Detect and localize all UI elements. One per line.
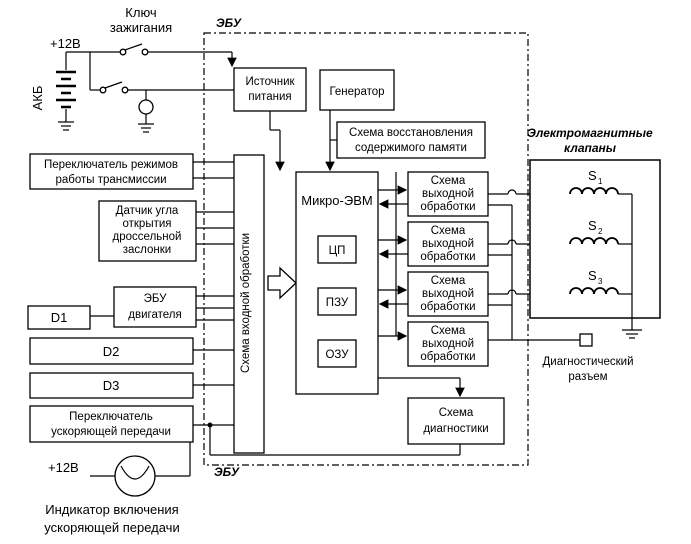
svg-text:2: 2 (598, 227, 603, 236)
svg-text:содержимого памяти: содержимого памяти (355, 142, 467, 154)
d2-box: D2 (29, 337, 194, 365)
output-stage-1: Схема выходной обработки (407, 171, 489, 217)
throttle-sensor-box: Датчик угла открытия дроссельной заслонк… (98, 200, 197, 262)
svg-text:Источник: Источник (245, 76, 295, 88)
svg-text:выходной: выходной (422, 188, 474, 200)
overdrive-indicator: +12В Индикатор включения ускоряющей пере… (44, 442, 191, 535)
mode-switch-box: Переключатель режимов работы трансмиссии (29, 153, 194, 190)
svg-text:3: 3 (598, 277, 603, 286)
input-arrow (267, 266, 297, 300)
svg-text:Схема: Схема (431, 225, 466, 237)
svg-text:D3: D3 (103, 378, 120, 393)
svg-text:обработки: обработки (420, 251, 475, 263)
solenoid-s3: S 3 (569, 268, 632, 295)
svg-text:Микро-ЭВМ: Микро-ЭВМ (301, 193, 372, 208)
svg-text:ОЗУ: ОЗУ (325, 349, 349, 361)
svg-text:питания: питания (248, 91, 291, 103)
overdrive-switch-box: Переключатель ускоряющей передачи (29, 405, 194, 443)
d3-box: D3 (29, 372, 194, 399)
solenoid-s2: S 2 (569, 218, 632, 245)
battery-section: +12В АКБ (30, 36, 81, 131)
ecu-boundary (203, 32, 529, 466)
memory-restore-box: Схема восстановления содержимого памяти (336, 121, 486, 159)
output-stage-2: Схема выходной обработки (407, 221, 489, 267)
svg-text:дроссельной: дроссельной (113, 231, 182, 243)
svg-text:S: S (588, 168, 597, 183)
svg-text:Схема: Схема (431, 175, 466, 187)
input-processing-box: Схема входной обработки (233, 154, 265, 454)
svg-text:Переключатель: Переключатель (69, 411, 153, 423)
svg-text:1: 1 (598, 177, 603, 186)
svg-text:ПЗУ: ПЗУ (326, 297, 349, 309)
solenoid-s1: S 1 (569, 168, 632, 195)
svg-text:ЦП: ЦП (329, 245, 346, 257)
svg-text:работы трансмиссии: работы трансмиссии (55, 174, 166, 186)
svg-text:обработки: обработки (420, 301, 475, 313)
svg-text:Ключ: Ключ (125, 5, 156, 20)
ecu-label: ЭБУ (216, 16, 242, 30)
engine-ecu-box: ЭБУ двигателя (113, 286, 197, 328)
svg-text:выходной: выходной (422, 288, 474, 300)
output-stage-4: Схема выходной обработки (407, 321, 489, 367)
svg-text:разъем: разъем (568, 371, 607, 383)
svg-text:заслонки: заслонки (123, 244, 171, 256)
svg-text:Генератор: Генератор (329, 86, 384, 98)
ram-box (317, 339, 357, 368)
svg-text:Схема восстановления: Схема восстановления (349, 127, 473, 139)
svg-text:Схема: Схема (431, 325, 466, 337)
svg-text:Индикатор включения: Индикатор включения (45, 502, 178, 517)
svg-text:+12В: +12В (48, 460, 79, 475)
battery-voltage: +12В (50, 36, 81, 51)
svg-text:ускоряющей передачи: ускоряющей передачи (44, 520, 179, 535)
d1-box: D1 (27, 305, 91, 330)
svg-text:Датчик угла: Датчик угла (116, 205, 179, 217)
svg-text:выходной: выходной (422, 338, 474, 350)
svg-text:Схема входной обработки: Схема входной обработки (240, 233, 252, 373)
svg-text:обработки: обработки (420, 201, 475, 213)
svg-text:S: S (588, 218, 597, 233)
svg-text:клапаны: клапаны (564, 141, 617, 155)
ecu-label-bottom: ЭБУ (214, 465, 240, 479)
svg-text:открытия: открытия (122, 218, 171, 230)
power-supply-box: Источник питания (233, 67, 307, 112)
diagnostics-box: Схема диагностики (407, 397, 505, 445)
ignition-switch: Ключ зажигания (66, 5, 270, 133)
svg-text:зажигания: зажигания (110, 20, 172, 35)
svg-text:Переключатель режимов: Переключатель режимов (44, 159, 178, 171)
battery-label: АКБ (30, 86, 45, 111)
svg-text:Диагностический: Диагностический (542, 356, 633, 368)
svg-text:обработки: обработки (420, 351, 475, 363)
svg-text:ускоряющей передачи: ускоряющей передачи (51, 426, 171, 438)
rom-box (317, 287, 357, 316)
svg-text:Схема: Схема (439, 407, 474, 419)
svg-text:двигателя: двигателя (128, 309, 181, 321)
diag-connector-label: Диагностический разъем (542, 356, 633, 383)
cpu-box (317, 235, 357, 264)
micro-computer-box: Микро-ЭВМ ЦП ПЗУ ОЗУ (295, 171, 379, 395)
generator-box: Генератор (319, 69, 395, 111)
svg-text:S: S (588, 268, 597, 283)
svg-text:D1: D1 (51, 310, 68, 325)
svg-text:Схема: Схема (431, 275, 466, 287)
svg-text:Электромагнитные: Электромагнитные (527, 126, 653, 140)
svg-text:D2: D2 (103, 344, 120, 359)
svg-text:ЭБУ: ЭБУ (144, 293, 168, 305)
svg-text:выходной: выходной (422, 238, 474, 250)
svg-text:диагностики: диагностики (423, 423, 488, 435)
output-stage-3: Схема выходной обработки (407, 271, 489, 317)
